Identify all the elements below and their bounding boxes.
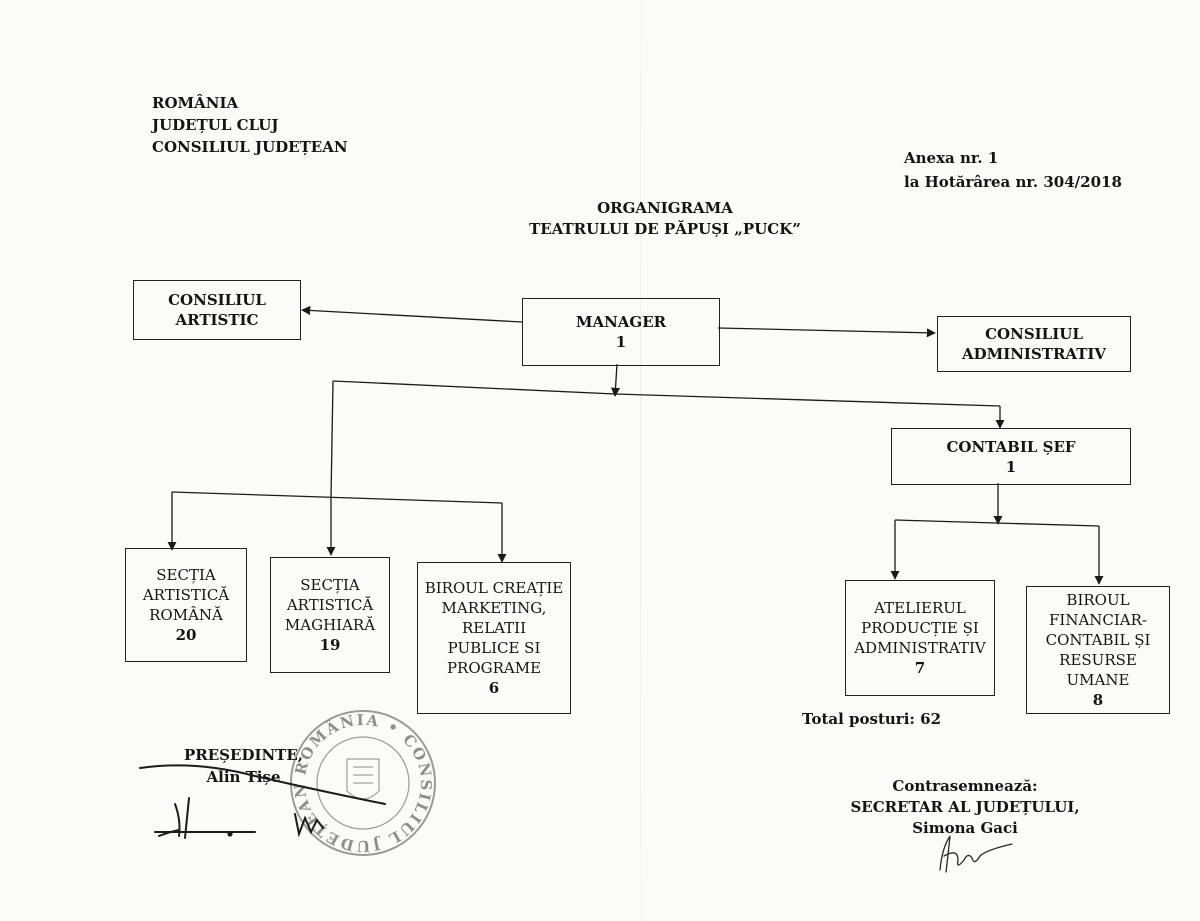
node-atelierul-line-1: ATELIERUL — [874, 599, 966, 617]
node-consiliul-artistic-line-1: CONSILIUL — [168, 291, 266, 309]
edge-manager-to-consiliul-administrativ — [717, 327, 936, 338]
edge-bus-main — [332, 380, 1001, 407]
node-biroul-financiar-line-2: FINANCIAR- — [1048, 611, 1147, 629]
node-sectia-romana-count: 20 — [175, 626, 197, 644]
node-manager-count: 1 — [615, 333, 627, 351]
edge-bus-left-drop — [330, 380, 334, 499]
edge-manager-to-consiliul-artistic — [301, 305, 523, 323]
edge-manager-down — [610, 363, 621, 397]
node-contabil-sef-count: 1 — [1005, 457, 1017, 476]
diagram-subtitle: TEATRULUI DE PĂPUȘI „PUCK” — [529, 220, 801, 238]
node-biroul-financiar-line-4: RESURSE — [1059, 651, 1137, 669]
countersign-block: Contrasemnează: SECRETAR AL JUDEȚULUI, S… — [845, 776, 1085, 839]
paper-fold — [640, 0, 641, 921]
node-biroul-creatie-count: 6 — [488, 679, 500, 697]
node-sectia-maghiara-line-3: MAGHIARĂ — [284, 616, 376, 634]
annex-reference: Anexa nr. 1 la Hotărârea nr. 304/2018 — [904, 146, 1122, 194]
node-consiliul-artistic-line-2: ARTISTIC — [175, 311, 259, 329]
node-biroul-creatie: BIROUL CREAȚIE MARKETING, RELATII PUBLIC… — [417, 562, 571, 714]
countersign-label: Contrasemnează: — [892, 777, 1038, 795]
node-biroul-financiar-line-1: BIROUL — [1066, 591, 1130, 609]
edge-branch-left — [171, 491, 503, 504]
node-sectia-romana-line-1: SECȚIA — [156, 566, 216, 584]
countersign-name: Simona Gaci — [912, 819, 1018, 837]
president-title: PREȘEDINTE, — [184, 746, 303, 764]
president-block: PREȘEDINTE, Alin Tișe — [184, 744, 303, 788]
node-atelierul-count: 7 — [914, 659, 926, 677]
node-biroul-creatie-line-1: BIROUL CREAȚIE — [424, 579, 564, 597]
node-biroul-creatie-line-5: PROGRAME — [446, 659, 542, 677]
node-sectia-romana-line-3: ROMÂNĂ — [149, 606, 223, 624]
node-sectia-maghiara: SECȚIA ARTISTICĂ MAGHIARĂ 19 — [270, 557, 390, 673]
header-council: CONSILIUL JUDEȚEAN — [152, 138, 348, 156]
node-sectia-maghiara-count: 19 — [319, 636, 341, 654]
secretary-signature-icon — [939, 835, 1013, 873]
node-contabil-sef: CONTABIL ȘEF 1 — [891, 428, 1131, 485]
countersign-role: SECRETAR AL JUDEȚULUI, — [850, 798, 1080, 816]
issuer-header: ROMÂNIA JUDEȚUL CLUJ CONSILIUL JUDEȚEAN — [152, 92, 348, 158]
node-sectia-romana-line-2: ARTISTICĂ — [142, 586, 230, 604]
node-manager-label: MANAGER — [575, 313, 667, 331]
node-manager: MANAGER 1 — [522, 298, 720, 366]
president-signature-icon — [139, 764, 386, 839]
node-sectia-maghiara-line-2: ARTISTICĂ — [286, 596, 374, 614]
node-biroul-financiar-count: 8 — [1092, 691, 1104, 709]
node-biroul-financiar: BIROUL FINANCIAR- CONTABIL ȘI RESURSE UM… — [1026, 586, 1170, 714]
node-atelierul-line-3: ADMINISTRATIV — [854, 639, 986, 657]
node-biroul-creatie-line-4: PUBLICE SI — [447, 639, 541, 657]
node-sectia-maghiara-line-1: SECȚIA — [300, 576, 360, 594]
node-consiliul-administrativ-line-1: CONSILIUL — [985, 325, 1083, 343]
node-biroul-creatie-line-2: MARKETING, — [441, 599, 547, 617]
node-biroul-financiar-line-3: CONTABIL ȘI — [1045, 631, 1151, 649]
president-name: Alin Tișe — [206, 768, 281, 786]
node-consiliul-administrativ: CONSILIUL ADMINISTRATIV — [937, 316, 1131, 372]
node-biroul-financiar-line-5: UMANE — [1066, 671, 1130, 689]
node-atelierul-line-2: PRODUCȚIE ȘI — [861, 619, 979, 637]
node-biroul-creatie-line-3: RELATII — [461, 619, 527, 637]
annex-number: Anexa nr. 1 — [904, 149, 999, 167]
header-county: JUDEȚUL CLUJ — [152, 116, 279, 134]
node-consiliul-administrativ-line-2: ADMINISTRATIV — [961, 345, 1107, 363]
edge-branch-right — [894, 519, 1100, 527]
total-positions: Total posturi: 62 — [802, 710, 942, 728]
node-sectia-romana: SECȚIA ARTISTICĂ ROMÂNĂ 20 — [125, 548, 247, 662]
header-country: ROMÂNIA — [152, 94, 239, 112]
node-consiliul-artistic: CONSILIUL ARTISTIC — [133, 280, 301, 340]
annex-decision: la Hotărârea nr. 304/2018 — [904, 173, 1122, 191]
node-contabil-sef-label: CONTABIL ȘEF — [946, 437, 1076, 456]
node-atelierul: ATELIERUL PRODUCȚIE ȘI ADMINISTRATIV 7 — [845, 580, 995, 696]
diagram-title: ORGANIGRAMA — [597, 199, 733, 217]
